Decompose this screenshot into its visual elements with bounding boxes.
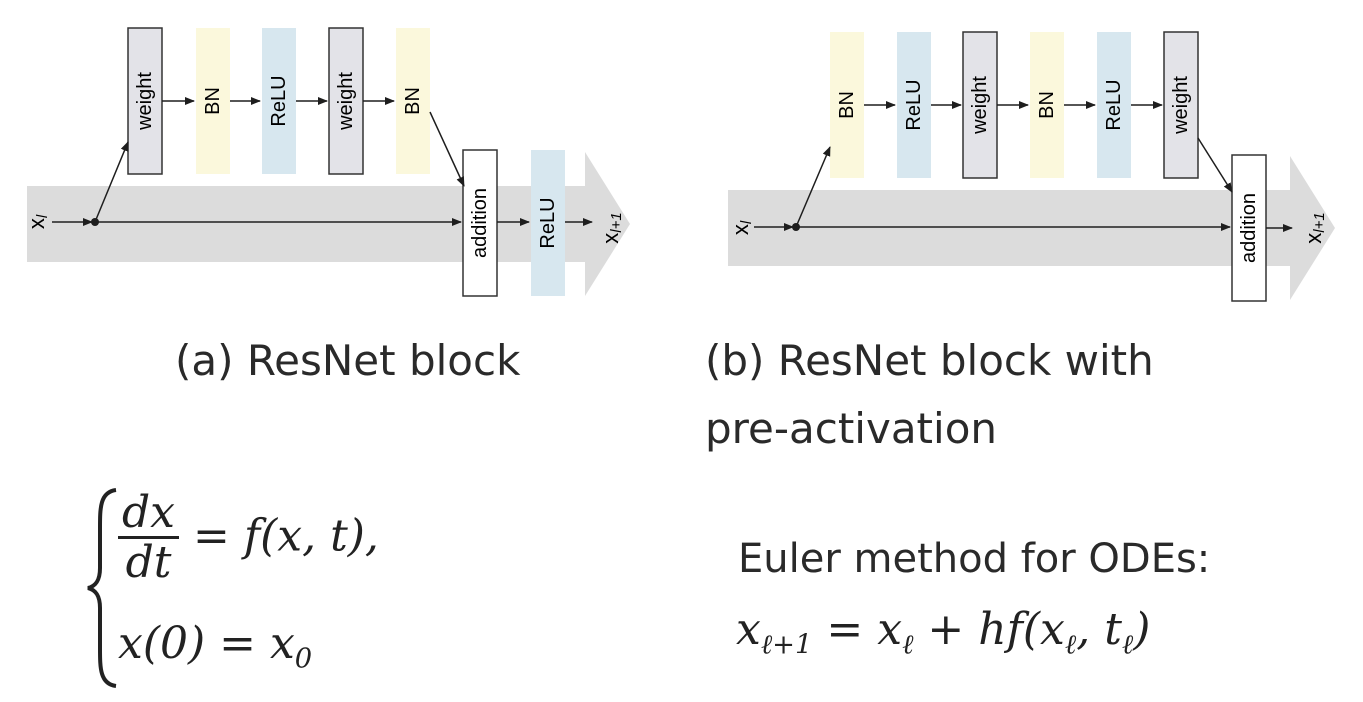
fraction-denominator: dt: [125, 537, 172, 589]
euler-sub-l2: ℓ: [1064, 629, 1077, 661]
block-weight-1-label: weight: [134, 72, 156, 131]
svg-text:xl+1: xl+1: [1301, 212, 1328, 243]
diagram-b: BN ReLU weight BN ReLU weight addition x…: [728, 31, 1335, 302]
svg-text:xl: xl: [728, 220, 755, 235]
block-weight-2: [328, 27, 364, 175]
svg-text:xl+1: xl+1: [598, 212, 625, 243]
block-bn-1: [830, 32, 864, 178]
block-addition-label: addition: [1238, 193, 1260, 263]
block-relu-post-label: ReLU: [537, 197, 559, 248]
block-relu-2: [1097, 32, 1131, 178]
ode-rhs: = f(x, t),: [192, 510, 379, 562]
block-weight-2-label: weight: [1170, 76, 1192, 135]
block-weight-1-label: weight: [969, 76, 991, 135]
block-bn-2-label: BN: [402, 87, 424, 115]
branch-point-b: [792, 223, 800, 231]
euler-comma-t: , t: [1076, 604, 1122, 655]
block-addition: [462, 149, 498, 297]
derivative-fraction: dx dt: [118, 489, 179, 589]
initial-lhs: x(0) = x: [118, 618, 295, 669]
block-bn-1: [196, 28, 230, 174]
euler-x: x: [736, 604, 761, 655]
block-addition-label: addition: [469, 188, 491, 258]
euler-sub-l: ℓ: [902, 629, 914, 661]
initial-condition: x(0) = x0: [118, 618, 312, 675]
output-label-a: xl+1: [598, 212, 625, 243]
euler-title: Euler method for ODEs:: [738, 536, 1211, 582]
block-weight-2-label: weight: [335, 72, 357, 131]
block-bn-1-label: BN: [202, 87, 224, 115]
block-relu-1: [262, 28, 296, 174]
input-label-a: xl: [24, 214, 51, 229]
block-relu-1-label: ReLU: [268, 75, 290, 126]
block-bn-2: [396, 28, 430, 174]
block-bn-1-label: BN: [836, 91, 858, 119]
ode-equation: dx dt = f(x, t),: [118, 489, 379, 589]
fraction-numerator: dx: [118, 489, 179, 540]
block-relu-post: [531, 150, 565, 296]
euler-x2: x: [877, 604, 903, 655]
caption-b-line2: pre-activation: [705, 404, 998, 453]
identity-stream-arrow: [728, 156, 1335, 300]
initial-sub: 0: [294, 643, 313, 675]
diagram-a: weight BN ReLU weight BN addition ReLU x…: [24, 27, 630, 297]
block-bn-2: [1030, 32, 1064, 178]
block-weight-2: [1163, 31, 1199, 179]
branch-point-a: [91, 218, 99, 226]
euler-sub-next: ℓ+1: [760, 629, 813, 661]
output-label-b: xl+1: [1301, 212, 1328, 243]
resnet-diagrams: weight BN ReLU weight BN addition ReLU x…: [24, 27, 1335, 302]
euler-plus-hf: + hf(x: [913, 604, 1065, 655]
svg-text:xl: xl: [24, 214, 51, 229]
left-brace: [87, 488, 117, 688]
input-label-b: xl: [728, 220, 755, 235]
block-relu-2-label: ReLU: [1103, 79, 1125, 130]
block-bn-2-label: BN: [1036, 91, 1058, 119]
block-relu-1: [897, 32, 931, 178]
caption-b-line1: (b) ResNet block with: [705, 336, 1154, 385]
caption-a: (a) ResNet block: [175, 336, 521, 385]
euler-equals: =: [812, 604, 878, 655]
block-relu-1-label: ReLU: [903, 79, 925, 130]
euler-sub-l3: ℓ: [1121, 629, 1134, 661]
euler-equation: xℓ+1 = xℓ + hf(xℓ, tℓ): [736, 604, 1150, 661]
euler-close: ): [1133, 604, 1151, 655]
